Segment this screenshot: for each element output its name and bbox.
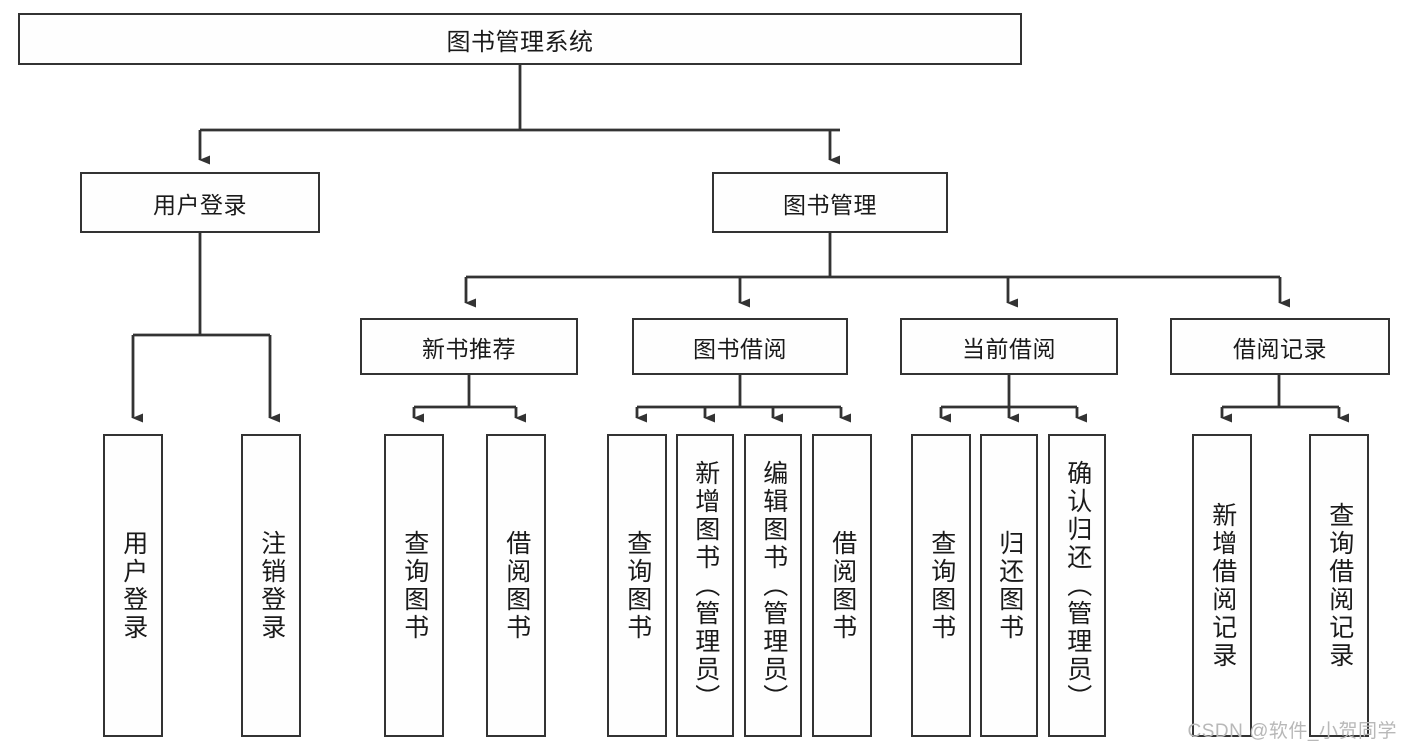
node-book-borrow[interactable]: 图书借阅 — [632, 318, 848, 375]
node-current-borrow[interactable]: 当前借阅 — [900, 318, 1118, 375]
csdn-watermark: CSDN @软件_小贺同学 — [1187, 721, 1397, 742]
leaf-return-book[interactable]: 归还图书 — [980, 434, 1038, 737]
leaf-add-book-admin[interactable]: 新增图书（管理员） — [676, 434, 734, 737]
leaf-edit-book-admin[interactable]: 编辑图书（管理员） — [744, 434, 802, 737]
leaf-query-book-borrow[interactable]: 查询图书 — [607, 434, 667, 737]
leaf-add-borrow-record[interactable]: 新增借阅记录 — [1192, 434, 1252, 737]
node-borrow-record[interactable]: 借阅记录 — [1170, 318, 1390, 375]
leaf-logout[interactable]: 注销登录 — [241, 434, 301, 737]
node-user-login[interactable]: 用户登录 — [80, 172, 320, 233]
leaf-borrow-book-recommend[interactable]: 借阅图书 — [486, 434, 546, 737]
node-new-book-recommend[interactable]: 新书推荐 — [360, 318, 578, 375]
leaf-user-login[interactable]: 用户登录 — [103, 434, 163, 737]
leaf-query-borrow-record[interactable]: 查询借阅记录 — [1309, 434, 1369, 737]
node-book-management[interactable]: 图书管理 — [712, 172, 948, 233]
node-root-system[interactable]: 图书管理系统 — [18, 13, 1022, 65]
leaf-query-book-recommend[interactable]: 查询图书 — [384, 434, 444, 737]
leaf-query-book-current[interactable]: 查询图书 — [911, 434, 971, 737]
leaf-confirm-return-admin[interactable]: 确认归还（管理员） — [1048, 434, 1106, 737]
leaf-borrow-book[interactable]: 借阅图书 — [812, 434, 872, 737]
